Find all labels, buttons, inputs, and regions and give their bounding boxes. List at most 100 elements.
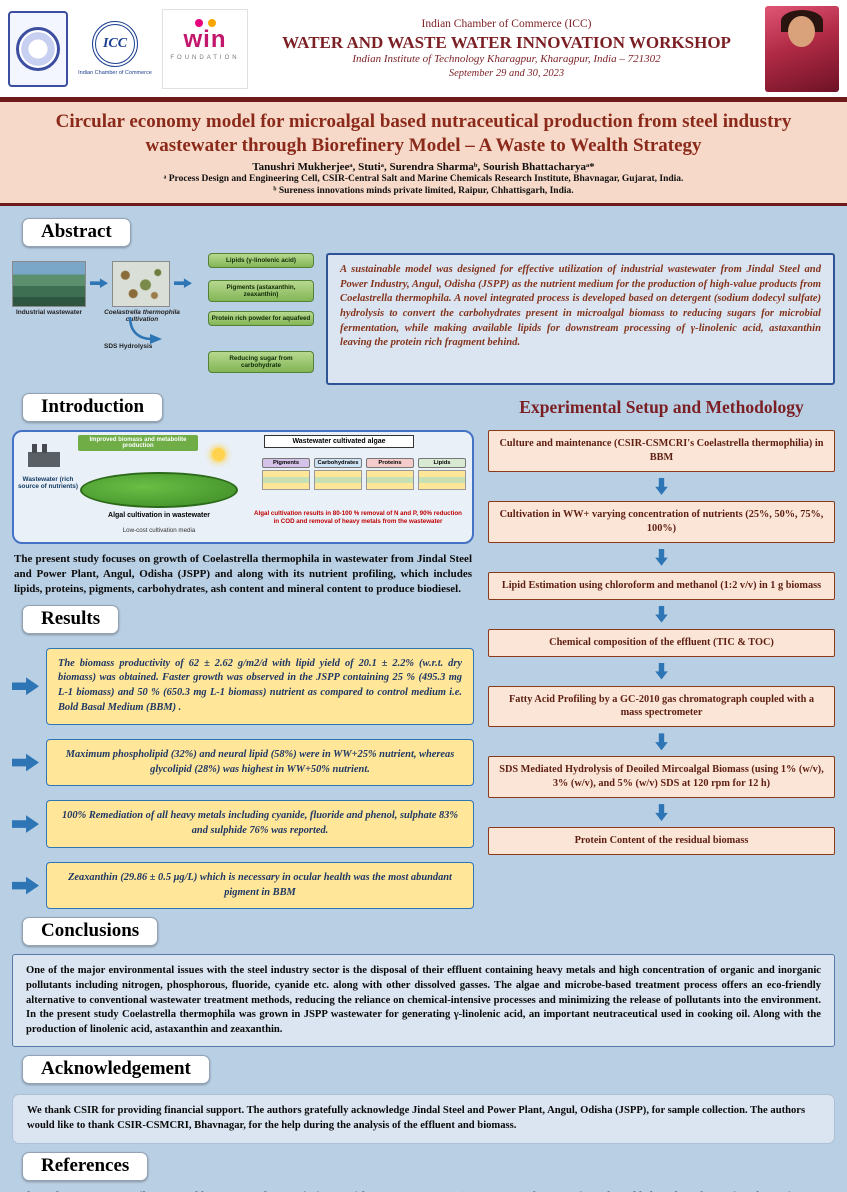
right-arrow-icon: [12, 815, 39, 833]
header-divider: [0, 97, 847, 102]
acknowledgement-text: We thank CSIR for providing financial su…: [12, 1094, 835, 1145]
presenter-photo: [765, 5, 839, 92]
down-arrow-icon: [655, 804, 668, 822]
algal-pond-shape: [80, 472, 238, 509]
icc-emblem-icon: ICC: [92, 21, 138, 67]
right-arrow-icon: [174, 278, 192, 288]
two-column-area: Introduction Improved biomass and metabo…: [12, 385, 835, 910]
chimney-icon: [42, 444, 47, 454]
methodology-step-7: Protein Content of the residual biomass: [488, 827, 835, 855]
flow-box-lipids: Lipids (γ-linolenic acid): [208, 253, 314, 269]
factory-icon: [28, 444, 60, 468]
methodology-step-6: SDS Mediated Hydrolysis of Deoiled Mirco…: [488, 756, 835, 799]
category-subitems: [262, 470, 310, 491]
right-arrow-icon: [12, 753, 39, 772]
down-arrow-icon: [655, 548, 668, 566]
wastewater-image-caption: Industrial wastewater: [15, 309, 83, 317]
win-logo-caption: FOUNDATION: [170, 54, 240, 61]
icc-logo-caption: Indian Chamber of Commerce: [78, 70, 152, 76]
reference-text: Bhattacharya, S., Pramanik, S. K., Gehlo…: [12, 1189, 835, 1192]
affiliation-b: ᵇ Sureness innovations minds private lim…: [273, 185, 574, 196]
category-label: Pigments: [262, 458, 310, 469]
figure-category-proteins: Proteins: [366, 458, 414, 491]
result-text-4: Zeaxanthin (29.86 ± 0.5 μg/L) which is n…: [46, 861, 474, 910]
result-item: Zeaxanthin (29.86 ± 0.5 μg/L) which is n…: [12, 861, 474, 910]
curved-arrow-icon: [124, 315, 164, 350]
down-arrow-icon: [655, 605, 668, 623]
right-column: Experimental Setup and Methodology Cultu…: [488, 385, 835, 855]
figure-remediation-caption: Algal cultivation results in 80-100 % re…: [254, 510, 462, 526]
poster-title: Circular economy model for microalgal ba…: [55, 111, 792, 156]
microalgae-micrograph-image: [112, 261, 170, 308]
flow-box-reducing-sugar: Reducing sugar from carbohydrate: [208, 351, 314, 374]
figure-category-lipids: Lipids: [418, 458, 466, 491]
win-logo-text: win: [183, 25, 227, 53]
sds-hydrolysis-label: SDS Hydrolysis: [104, 343, 153, 351]
result-text-3: 100% Remediation of all heavy metals inc…: [46, 800, 474, 848]
right-arrow-icon: [90, 278, 108, 288]
sun-icon: [212, 448, 225, 462]
conclusions-heading: Conclusions: [22, 917, 159, 947]
result-text-1: The biomass productivity of 62 ± 2.62 g/…: [46, 647, 474, 725]
left-column: Introduction Improved biomass and metabo…: [12, 385, 474, 910]
figure-pond-label: Algal cultivation in wastewater: [108, 512, 210, 520]
right-arrow-icon: [12, 677, 39, 696]
conclusions-text: One of the major environmental issues wi…: [12, 954, 835, 1048]
category-subitems: [366, 470, 414, 491]
win-dot-orange-icon: [207, 18, 216, 27]
introduction-text: The present study focuses on growth of C…: [14, 553, 472, 595]
icc-logo-text: ICC: [102, 36, 128, 51]
result-text-2: Maximum phospholipid (32%) and neural li…: [46, 738, 474, 787]
photo-face-shape: [788, 15, 815, 47]
poster-body: Abstract Industrial wastewater Coelastre…: [0, 206, 847, 1192]
methodology-step-4: Chemical composition of the effluent (TI…: [488, 628, 835, 657]
icc-logo: ICC Indian Chamber of Commerce: [76, 21, 154, 76]
organization-name: Indian Chamber of Commerce (ICC): [421, 18, 592, 31]
figure-wastewater-algae-label: Wastewater cultivated algae: [264, 435, 414, 449]
result-item: Maximum phospholipid (32%) and neural li…: [12, 738, 474, 787]
win-foundation-logo: win FOUNDATION: [162, 8, 248, 89]
figure-wastewater-label: Wastewater (rich source of nutrients): [17, 476, 78, 491]
introduction-heading: Introduction: [22, 393, 164, 423]
down-arrow-icon: [655, 662, 668, 680]
flow-box-pigments: Pigments (astaxanthin, zeaxanthin): [208, 280, 314, 303]
affiliation-a: ᵃ Process Design and Engineering Cell, C…: [163, 173, 684, 184]
institute-line: Indian Institute of Technology Kharagpur…: [352, 52, 661, 65]
category-label: Carbohydrates: [314, 458, 362, 469]
results-heading: Results: [22, 604, 120, 634]
down-arrow-icon: [655, 733, 668, 751]
introduction-figure: Improved biomass and metabolite producti…: [12, 430, 474, 545]
header: ICC Indian Chamber of Commerce win FOUND…: [0, 0, 847, 97]
result-item: The biomass productivity of 62 ± 2.62 g/…: [12, 647, 474, 725]
right-arrow-icon: [12, 876, 39, 895]
methodology-heading: Experimental Setup and Methodology: [519, 397, 804, 418]
workshop-title: WATER AND WASTE WATER INNOVATION WORKSHO…: [282, 32, 731, 52]
title-block: Circular economy model for microalgal ba…: [0, 102, 847, 207]
category-label: Proteins: [366, 458, 414, 469]
flow-box-protein: Protein rich powder for aquafeed: [208, 311, 314, 327]
methodology-step-5: Fatty Acid Profiling by a GC-2010 gas ch…: [488, 685, 835, 728]
methodology-step-3: Lipid Estimation using chloroform and me…: [488, 571, 835, 600]
category-label: Lipids: [418, 458, 466, 469]
figure-category-pigments: Pigments: [262, 458, 310, 491]
abstract-flow-diagram: Industrial wastewater Coelastrella therm…: [12, 253, 316, 385]
down-arrow-icon: [655, 477, 668, 495]
industrial-wastewater-image: [12, 261, 86, 308]
workshop-dates: September 29 and 30, 2023: [448, 67, 565, 79]
figure-improved-biomass-label: Improved biomass and metabolite producti…: [78, 435, 198, 452]
acknowledgement-heading: Acknowledgement: [22, 1055, 210, 1085]
win-dot-pink-icon: [194, 18, 203, 27]
authors-line: Tanushri Mukherjeeᵃ, Stutiᵃ, Surendra Sh…: [252, 160, 595, 173]
category-subitems: [314, 470, 362, 491]
abstract-section: Industrial wastewater Coelastrella therm…: [12, 253, 835, 386]
workshop-header-text: Indian Chamber of Commerce (ICC) WATER A…: [256, 17, 757, 80]
abstract-heading: Abstract: [22, 218, 131, 248]
references-heading: References: [22, 1152, 149, 1182]
result-item: 100% Remediation of all heavy metals inc…: [12, 800, 474, 848]
figure-category-carbohydrates: Carbohydrates: [314, 458, 362, 491]
methodology-step-1: Culture and maintenance (CSIR-CSMCRI's C…: [488, 430, 835, 472]
iit-kharagpur-logo: [8, 10, 68, 87]
win-dots-icon: [163, 18, 247, 27]
chimney-icon: [32, 444, 37, 454]
